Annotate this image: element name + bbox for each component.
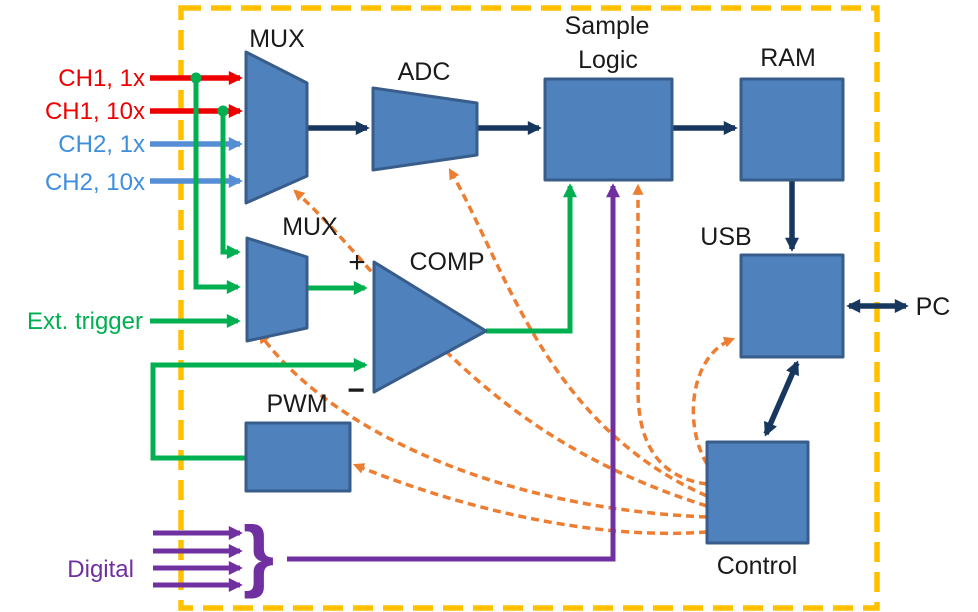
wire-digital-bus-to-sample-logic bbox=[287, 183, 620, 562]
control-line-adc bbox=[448, 168, 708, 498]
control-signal-group bbox=[258, 168, 736, 536]
label-ch2-10x: CH2, 10x bbox=[45, 169, 145, 196]
digital-brace-glyph: } bbox=[243, 510, 274, 599]
label-sample-line2: Logic bbox=[578, 46, 638, 74]
block-mux-bottom bbox=[245, 236, 309, 343]
control-line-usb bbox=[691, 336, 736, 465]
control-line-mux-bottom bbox=[258, 332, 708, 519]
label-usb: USB bbox=[700, 223, 751, 251]
block-sample-logic bbox=[543, 77, 674, 182]
wire-pwm-to-comp-minus bbox=[150, 358, 368, 461]
label-ch2-1x: CH2, 1x bbox=[58, 131, 145, 158]
wire-tap-ch1-1x-to-mux bbox=[193, 78, 241, 294]
control-line-mux-top bbox=[293, 189, 708, 508]
label-mux-top: MUX bbox=[249, 25, 305, 53]
block-pwm bbox=[244, 421, 352, 493]
label-sample-line1: Sample bbox=[565, 12, 650, 40]
wire-comp-to-sample-logic bbox=[486, 183, 577, 334]
label-comp-plus: + bbox=[348, 246, 366, 279]
label-pwm: PWM bbox=[266, 390, 327, 418]
data-bus-group bbox=[307, 121, 909, 437]
block-group bbox=[244, 50, 845, 545]
label-group: MUX ADC Sample Logic RAM USB MUX COMP PW… bbox=[27, 12, 950, 599]
label-adc: ADC bbox=[398, 58, 451, 86]
label-ext-trigger: Ext. trigger bbox=[27, 308, 143, 335]
trigger-wire-group bbox=[150, 72, 577, 461]
label-ram: RAM bbox=[760, 44, 816, 72]
label-control: Control bbox=[717, 552, 798, 580]
control-line-pwm bbox=[352, 463, 708, 536]
block-mux-top bbox=[244, 50, 309, 205]
block-usb bbox=[739, 253, 845, 359]
label-comp: COMP bbox=[410, 248, 485, 276]
wire-usb-to-control bbox=[763, 360, 800, 437]
label-comp-minus: − bbox=[347, 374, 365, 407]
label-pc: PC bbox=[916, 293, 951, 321]
block-comp bbox=[372, 260, 488, 394]
label-digital: Digital bbox=[67, 556, 134, 583]
label-ch1-1x: CH1, 1x bbox=[58, 65, 145, 92]
block-control bbox=[705, 440, 810, 545]
block-adc bbox=[371, 86, 479, 172]
junction-dot-ch1-10x bbox=[217, 105, 229, 117]
label-ch1-10x: CH1, 10x bbox=[45, 98, 145, 125]
block-ram bbox=[739, 77, 845, 182]
wire-tap-ch1-10x-to-mux bbox=[220, 111, 241, 259]
control-line-sample-logic bbox=[632, 183, 708, 486]
junction-dot-ch1-1x bbox=[190, 72, 202, 84]
label-mux-bottom: MUX bbox=[282, 213, 338, 241]
digital-wire-group bbox=[153, 183, 620, 592]
